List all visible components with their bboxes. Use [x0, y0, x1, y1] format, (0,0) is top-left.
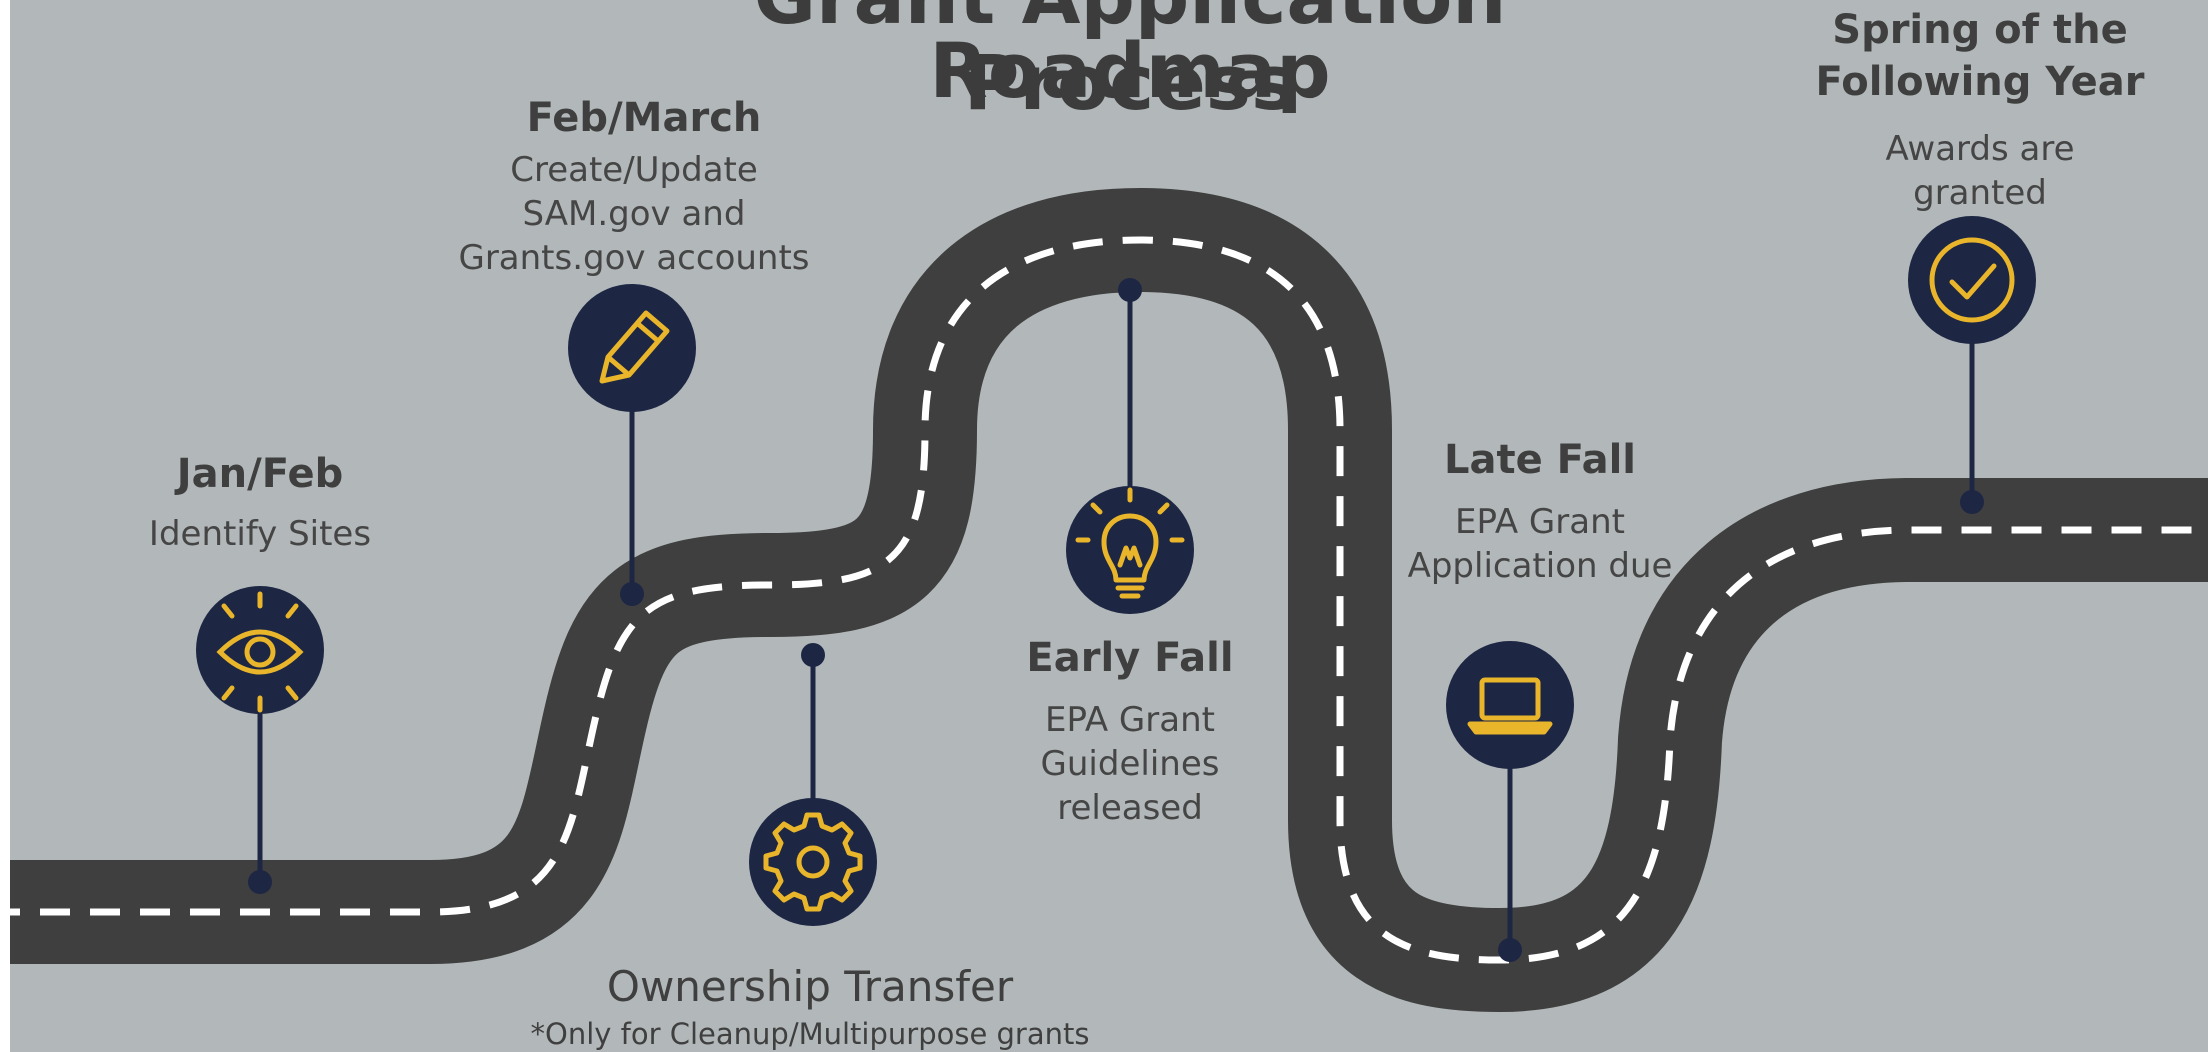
- milestone-jan-feb-marker: [196, 586, 324, 894]
- heading-line: Spring of the: [1832, 7, 2128, 53]
- milestone-jan-feb-desc: Identify Sites: [130, 512, 390, 556]
- road-centerline: [10, 236, 2208, 964]
- milestone-feb-march-marker: [568, 284, 696, 606]
- milestone-early-fall-heading: Early Fall: [1026, 635, 1234, 681]
- desc-line: SAM.gov and: [522, 194, 746, 234]
- desc-line: Awards are: [1885, 129, 2075, 169]
- desc-line: Guidelines: [1040, 744, 1220, 784]
- milestone-late-fall-marker: [1446, 641, 1574, 962]
- milestone-late-fall-desc: EPA Grant Application due: [1390, 500, 1690, 588]
- milestone-ownership-heading: Ownership Transfer: [606, 962, 1014, 1011]
- desc-line: Grants.gov accounts: [458, 238, 810, 278]
- heading-line: Following Year: [1815, 59, 2145, 105]
- desc-line: EPA Grant: [1455, 502, 1625, 542]
- eye-icon: [196, 586, 324, 714]
- milestone-feb-march-desc: Create/Update SAM.gov and Grants.gov acc…: [434, 148, 834, 280]
- milestone-feb-march-heading: Feb/March: [526, 95, 762, 141]
- milestone-early-fall-marker: [1066, 278, 1194, 614]
- road-svg: [10, 188, 2208, 1012]
- milestone-ownership-marker: [749, 643, 877, 926]
- laptop-icon: [1446, 641, 1574, 769]
- milestone-spring-desc: Awards are granted: [1850, 127, 2110, 215]
- page-title-line2: Roadmap: [929, 26, 1331, 115]
- desc-line: Create/Update: [510, 150, 758, 190]
- desc-line: released: [1057, 788, 1203, 828]
- milestone-late-fall-heading: Late Fall: [1443, 437, 1637, 483]
- check-icon: [1908, 216, 2036, 344]
- milestone-jan-feb-heading: Jan/Feb: [176, 451, 344, 497]
- desc-line: granted: [1913, 173, 2047, 213]
- milestone-spring-marker: [1908, 216, 2036, 514]
- roadmap-canvas: Grant Application Process Roadmap Jan/Fe…: [10, 0, 2208, 1052]
- milestone-ownership-note: *Only for Cleanup/Multipurpose grants: [530, 1017, 1090, 1051]
- page-title-line1: Grant Application Process: [754, 0, 1507, 127]
- desc-line: EPA Grant: [1045, 700, 1215, 740]
- milestone-early-fall-desc: EPA Grant Guidelines released: [1010, 698, 1250, 830]
- milestone-spring-heading: Spring of the Following Year: [1810, 4, 2150, 108]
- desc-line: Application due: [1407, 546, 1673, 586]
- lightbulb-icon: [1066, 486, 1194, 614]
- desc-line: Identify Sites: [148, 514, 372, 554]
- pencil-icon: [568, 284, 696, 412]
